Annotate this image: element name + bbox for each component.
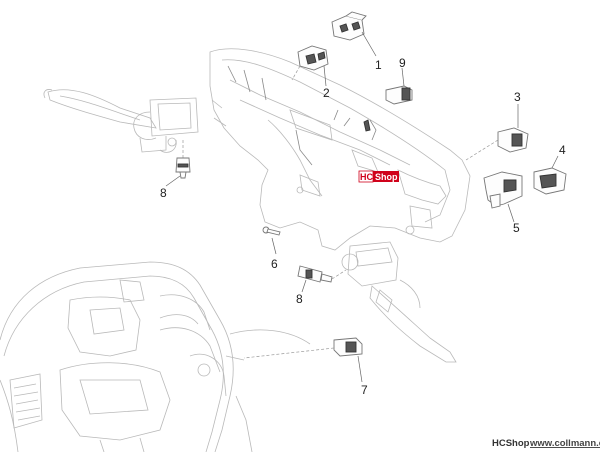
callout-8-lower: 8	[296, 292, 303, 306]
callout-1: 1	[375, 58, 382, 72]
callout-3: 3	[514, 90, 521, 104]
callout-5: 5	[513, 221, 520, 235]
part-9-connector	[385, 67, 413, 105]
callout-9: 9	[399, 56, 406, 70]
hcshop-watermark: HC Shop	[358, 170, 399, 183]
callout-7: 7	[361, 383, 368, 397]
callout-2: 2	[323, 86, 330, 100]
credit-brand: HCShop	[492, 438, 530, 449]
callout-6: 6	[271, 257, 278, 271]
brake-switch-lower	[297, 265, 347, 293]
part-6-screw	[262, 226, 281, 255]
part-5-switch	[483, 171, 523, 223]
handlebar-cover	[209, 48, 471, 251]
front-shield-body	[0, 261, 311, 452]
callout-8-upper: 8	[160, 186, 167, 200]
watermark-right: Shop	[375, 172, 398, 182]
credit-line: HCShop www.collmann.eu	[492, 438, 600, 449]
right-brake-lever-assembly	[341, 241, 457, 363]
part-2-switch	[291, 45, 329, 87]
part-1-switch	[331, 11, 377, 57]
credit-url[interactable]: www.collmann.eu	[529, 438, 600, 449]
callout-labels: 1 2 9 3 4 5 8 6 8 7	[160, 56, 566, 397]
part-3-switch	[465, 104, 529, 161]
watermark-left: HC	[360, 172, 373, 182]
part-7-connector	[243, 337, 363, 383]
callout-4: 4	[559, 143, 566, 157]
left-brake-lever-assembly	[43, 89, 199, 153]
part-4-switch	[533, 155, 567, 195]
brake-switch-upper	[175, 140, 191, 179]
